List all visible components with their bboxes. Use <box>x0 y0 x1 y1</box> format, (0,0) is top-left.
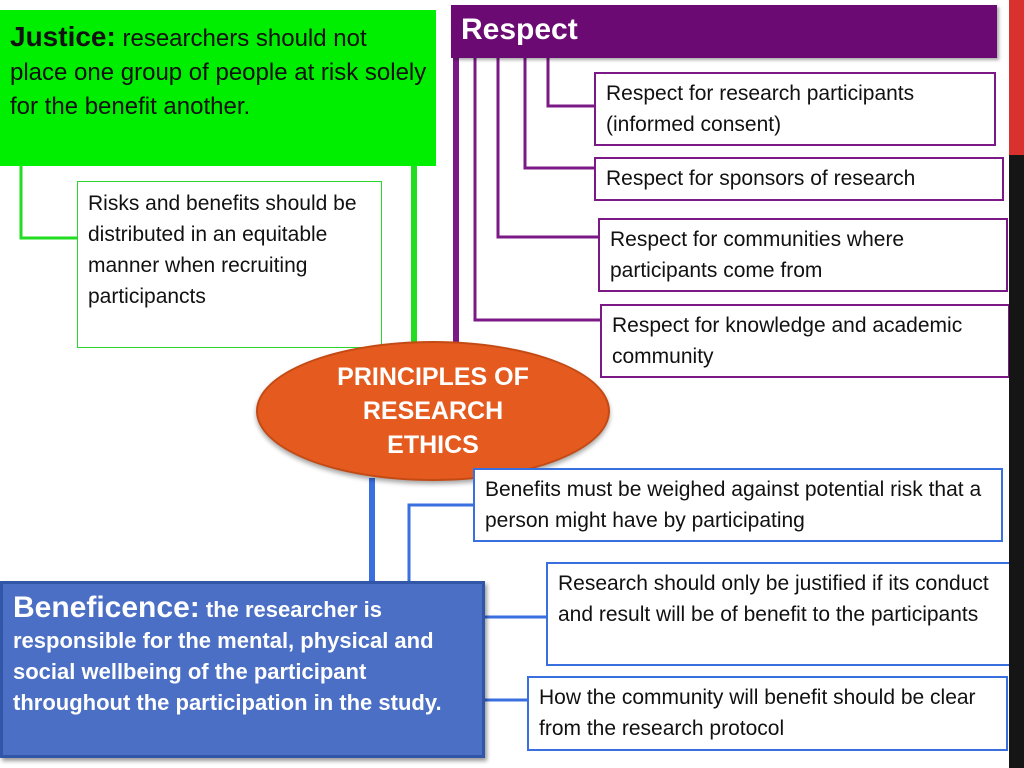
beneficence-item-weigh-risk: Benefits must be weighed against potenti… <box>473 468 1003 542</box>
respect-branch-line-3 <box>496 58 598 239</box>
respect-item-sponsors: Respect for sponsors of research <box>594 157 1004 201</box>
justice-detail-box: Risks and benefits should be distributed… <box>77 181 382 348</box>
beneficence-text: the researcher is responsible for the me… <box>13 597 442 715</box>
justice-heading: Justice: <box>10 21 116 52</box>
side-accent-red <box>1009 0 1024 155</box>
respect-item-knowledge: Respect for knowledge and academic commu… <box>600 304 1010 378</box>
side-accent-dark <box>1009 155 1024 768</box>
justice-box: Justice: researchers should not place on… <box>0 10 436 166</box>
beneficence-box: Beneficence: the researcher is responsib… <box>0 581 485 758</box>
justice-text: researchers should not place one group o… <box>10 25 427 120</box>
respect-branch-line-2 <box>523 58 594 170</box>
respect-branch-line-1 <box>546 58 594 108</box>
beneficence-item-text: Research should only be justified if its… <box>558 572 989 626</box>
respect-header: Respect <box>451 5 997 58</box>
respect-branch-line-4 <box>473 58 600 322</box>
principles-center-node: PRINCIPLES OF RESEARCH ETHICS <box>256 341 610 481</box>
respect-item-text: Respect for communities where participan… <box>610 228 905 282</box>
respect-heading: Respect <box>461 13 578 46</box>
beneficence-item-text: How the community will benefit should be… <box>539 686 976 740</box>
beneficence-heading: Beneficence: <box>13 591 200 624</box>
respect-item-text: Respect for research participants (infor… <box>606 82 915 136</box>
respect-item-text: Respect for knowledge and academic commu… <box>612 314 963 368</box>
beneficence-branch-line-1 <box>407 503 473 583</box>
beneficence-item-text: Benefits must be weighed against potenti… <box>485 478 982 532</box>
beneficence-item-community: How the community will benefit should be… <box>527 676 1008 751</box>
justice-branch-line <box>19 166 77 240</box>
respect-item-text: Respect for sponsors of research <box>606 167 916 190</box>
center-label: PRINCIPLES OF RESEARCH ETHICS <box>337 363 529 459</box>
beneficence-item-justified: Research should only be justified if its… <box>546 562 1012 666</box>
justice-detail-text: Risks and benefits should be distributed… <box>88 192 357 308</box>
respect-item-participants: Respect for research participants (infor… <box>594 72 996 146</box>
respect-item-communities: Respect for communities where participan… <box>598 218 1008 292</box>
